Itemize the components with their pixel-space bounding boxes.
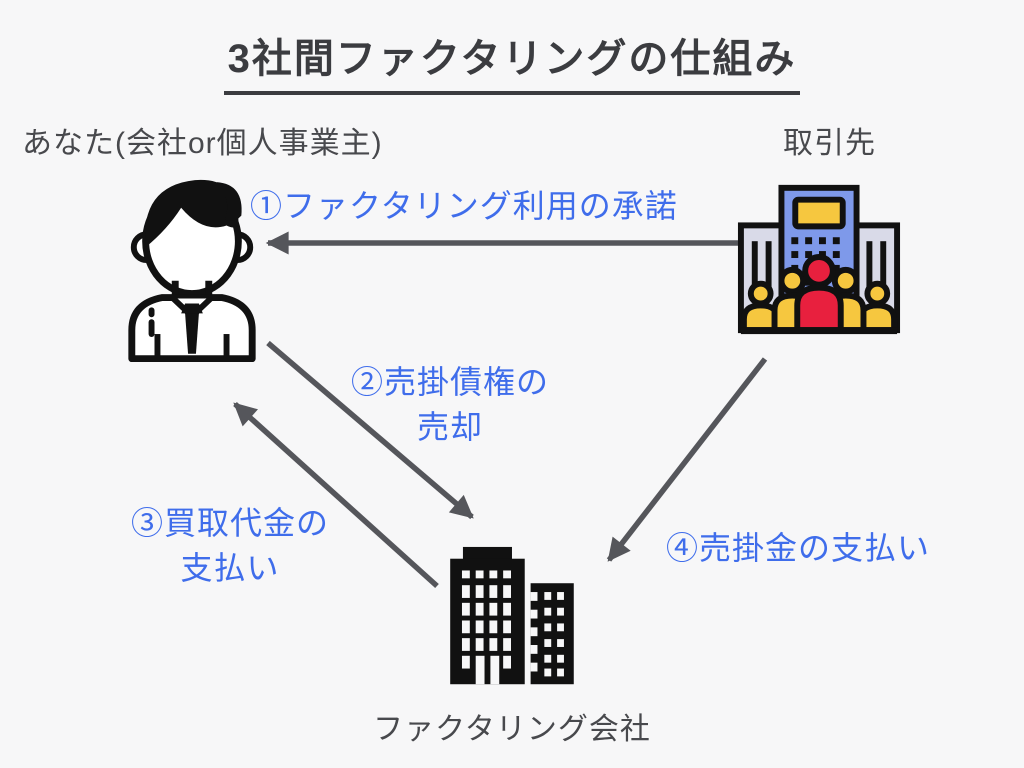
step-3-label-line-1: ③買取代金の [130,505,329,541]
step-3-label: ③買取代金の 支払い [105,501,355,591]
step-3-label-line-2: 支払い [180,550,280,586]
node-factoring-label: ファクタリング会社 [373,713,651,746]
node-you-label: あなた(会社or個人事業主) [22,127,383,160]
businessman-icon [128,179,256,362]
factoring-company-building-icon [450,546,574,685]
step-2-label: ②売掛債権の 売却 [330,360,570,450]
diagram-title: 3社間ファクタリングの仕組み [223,26,801,95]
step-2-label-line-2: 売却 [416,409,483,445]
client-company-building-icon [737,184,901,335]
step-2-label-line-1: ②売掛債権の [350,364,549,400]
step-4-label: ④売掛金の支払い [666,526,930,571]
step-1-label-line-1: ①ファクタリング利用の承諾 [250,188,678,224]
node-client-label: 取引先 [783,127,876,160]
step-4-label-line-1: ④売掛金の支払い [666,530,931,566]
title-wrap: 3社間ファクタリングの仕組み [0,26,1024,95]
step-1-label: ①ファクタリング利用の承諾 [250,184,678,229]
